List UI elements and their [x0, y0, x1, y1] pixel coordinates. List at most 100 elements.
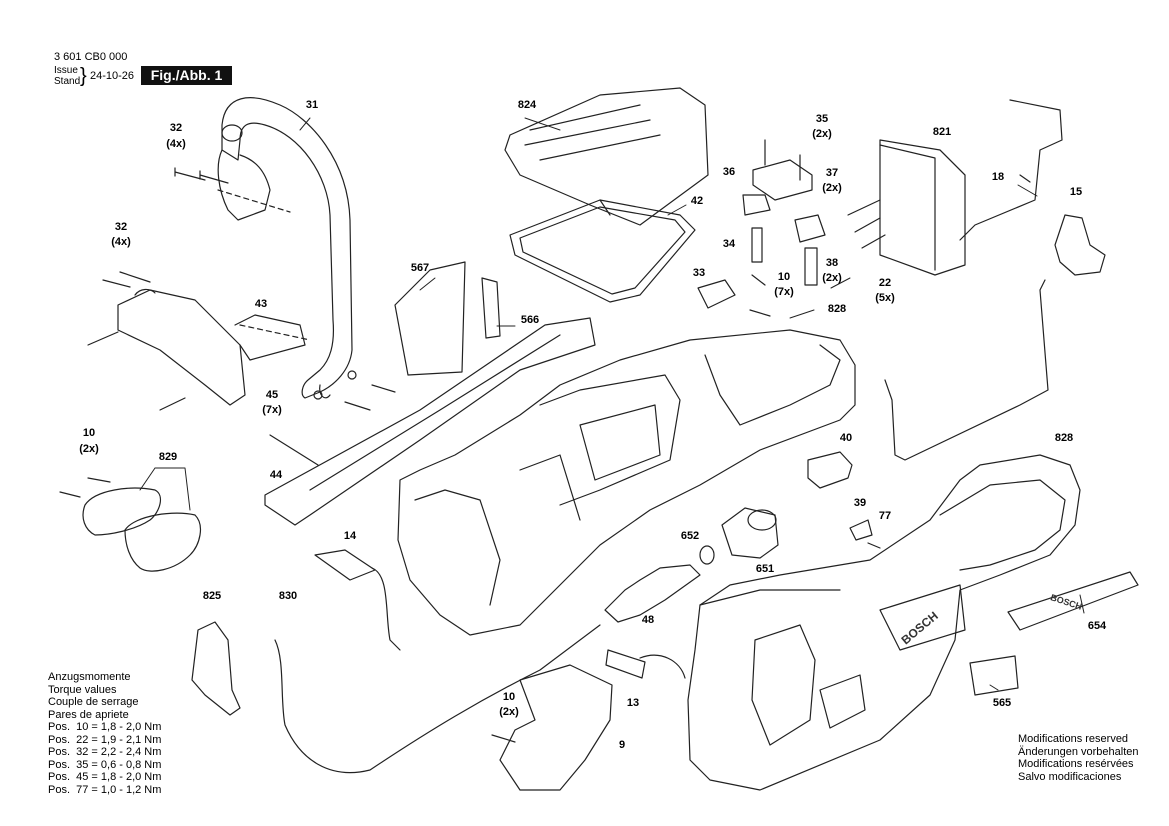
- screw-10c: [491, 734, 516, 743]
- electronics-821-part: [847, 99, 1063, 276]
- callout-77: 77: [878, 510, 892, 522]
- notice-fr: Modifications resérvées: [1018, 758, 1134, 770]
- torque-row: Pos. 77 = 1,0 - 1,2 Nm: [48, 783, 162, 796]
- bumper-caps-829: [59, 477, 202, 572]
- gasket-42: [509, 199, 696, 303]
- connector-48: [604, 564, 701, 623]
- rail-44-part: [264, 317, 596, 526]
- torque-row: Pos. 32 = 2,2 - 2,4 Nm: [48, 746, 162, 758]
- callout-38: 38: [825, 257, 839, 269]
- bracket-43-part: [87, 271, 311, 411]
- callout-33: 33: [692, 267, 706, 279]
- part-number: 3 601 CB0 000: [54, 51, 128, 63]
- callout-10-bottom: 10: [502, 691, 516, 703]
- callout-36: 36: [722, 166, 736, 178]
- callout-38-qty: (2x): [822, 272, 842, 284]
- screw-45: [269, 434, 319, 466]
- leader-lines: [139, 117, 1085, 691]
- callout-32-top: 32: [169, 122, 183, 134]
- callout-34: 34: [722, 238, 736, 250]
- screws-32-top: [174, 167, 291, 213]
- callout-829: 829: [158, 451, 178, 463]
- callout-42: 42: [690, 195, 704, 207]
- torque-row: Pos. 35 = 0,6 - 0,8 Nm: [48, 758, 162, 771]
- callout-9: 9: [618, 739, 626, 751]
- callout-566: 566: [520, 314, 540, 326]
- callout-828-right: 828: [1054, 432, 1074, 444]
- callout-35-qty: (2x): [812, 128, 832, 140]
- callout-31: 31: [305, 99, 319, 111]
- torque-title-en: Torque values: [48, 683, 117, 696]
- handle-bow-part: [217, 97, 357, 400]
- terminal-parts: [697, 139, 826, 317]
- cable-830: [274, 624, 601, 774]
- gasket-42-inner: [519, 206, 686, 295]
- callout-651: 651: [755, 563, 775, 575]
- callout-15: 15: [1069, 186, 1083, 198]
- callout-14: 14: [343, 530, 357, 542]
- callout-22-qty: (5x): [875, 292, 895, 304]
- callout-22: 22: [878, 277, 892, 289]
- callout-830: 830: [278, 590, 298, 602]
- callout-32-top-qty: (4x): [166, 138, 186, 150]
- part-14: [314, 549, 376, 581]
- modifications-notice: Modifications reserved Änderungen vorbeh…: [1018, 733, 1138, 783]
- callout-32-bottom: 32: [114, 221, 128, 233]
- torque-title-es: Pares de apriete: [48, 708, 129, 721]
- screws-handle-base: [344, 384, 396, 411]
- wire-13: [639, 654, 686, 679]
- torque-title-fr: Couple de serrage: [48, 696, 139, 708]
- callout-48: 48: [641, 614, 655, 626]
- callout-18: 18: [991, 171, 1005, 183]
- housing-828-right: [687, 454, 1081, 791]
- callout-32-bottom-qty: (4x): [111, 236, 131, 248]
- cover-9: [499, 664, 613, 791]
- callout-13: 13: [626, 697, 640, 709]
- callout-10-mid-qty: (7x): [774, 286, 794, 298]
- stand-label: Stand: [54, 76, 81, 87]
- callout-44: 44: [269, 469, 283, 481]
- screw-77: [867, 542, 881, 549]
- callout-10-left-qty: (2x): [79, 443, 99, 455]
- label-565: [969, 655, 1019, 696]
- callout-821: 821: [932, 126, 952, 138]
- callout-824: 824: [517, 99, 537, 111]
- part-13: [605, 649, 646, 679]
- callout-45-qty: (7x): [262, 404, 282, 416]
- callout-43: 43: [254, 298, 268, 310]
- issue-date: 24-10-26: [90, 70, 135, 82]
- adapter-651-part: [699, 507, 779, 565]
- torque-row: Pos. 22 = 1,9 - 2,1 Nm: [48, 733, 162, 746]
- callout-567: 567: [410, 262, 430, 274]
- figure-label: Fig./Abb. 1: [141, 66, 232, 85]
- guide-654: [1007, 571, 1139, 631]
- callout-39: 39: [853, 497, 867, 509]
- wire-14: [371, 567, 401, 651]
- callout-35: 35: [815, 113, 829, 125]
- part-40: [807, 451, 853, 489]
- callout-825: 825: [202, 590, 222, 602]
- torque-row: Pos. 45 = 1,8 - 2,0 Nm: [48, 771, 162, 783]
- switch-15-part: [884, 214, 1106, 461]
- callout-45: 45: [265, 389, 279, 401]
- notice-en: Modifications reserved: [1018, 733, 1129, 745]
- callout-10-left: 10: [82, 427, 96, 439]
- plate-566: [481, 277, 501, 339]
- notice-es: Salvo modificaciones: [1018, 770, 1122, 783]
- callout-565: 565: [992, 697, 1012, 709]
- callout-10-mid: 10: [777, 271, 791, 283]
- callout-40: 40: [839, 432, 853, 444]
- plate-567: [394, 261, 466, 376]
- callout-10-bottom-qty: (2x): [499, 706, 519, 718]
- brace: }: [80, 65, 87, 87]
- torque-values-block: Anzugsmomente Torque values Couple de se…: [48, 671, 161, 796]
- part-39: [849, 519, 873, 541]
- torque-title-de: Anzugsmomente: [48, 671, 131, 683]
- callout-37: 37: [825, 167, 839, 179]
- housing-828-part: [397, 329, 856, 636]
- torque-row: Pos. 10 = 1,8 - 2,0 Nm: [48, 721, 162, 733]
- hose-825: [191, 621, 241, 716]
- callout-652: 652: [680, 530, 700, 542]
- notice-de: Änderungen vorbehalten: [1018, 745, 1139, 758]
